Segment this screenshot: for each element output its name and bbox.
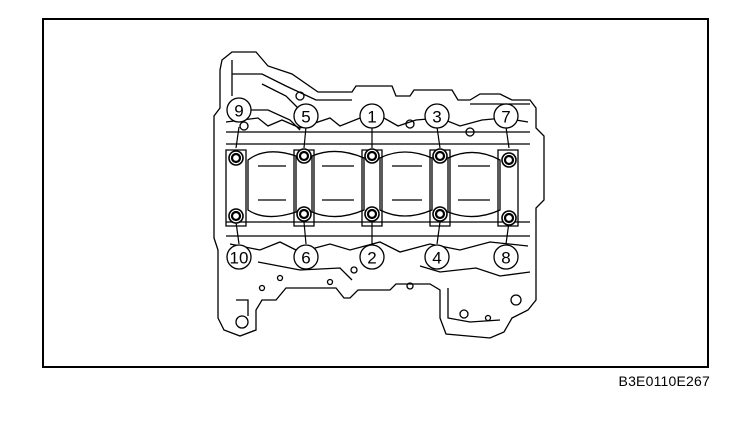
bolt-4-socket <box>434 208 446 220</box>
callout-number-9: 9 <box>234 102 243 121</box>
callout-circle-8 <box>493 244 519 270</box>
callout-circle-6 <box>293 244 319 270</box>
callout-number-4: 4 <box>432 249 441 268</box>
callout-number-8: 8 <box>501 249 510 268</box>
diagram-frame <box>42 18 709 368</box>
callout-number-6: 6 <box>301 249 310 268</box>
callout-circle-2 <box>359 244 385 270</box>
callout-circle-7 <box>493 103 519 129</box>
callout-circle-3 <box>424 103 450 129</box>
bolt-3-socket <box>434 150 446 162</box>
callout-circle-1 <box>359 103 385 129</box>
callout-number-7: 7 <box>501 108 510 127</box>
bolt-2-socket <box>366 208 378 220</box>
bolt-1-socket <box>366 150 378 162</box>
bolt-8-socket <box>503 212 515 224</box>
bolt-9-socket <box>230 152 242 164</box>
block-outline <box>213 51 545 339</box>
callout-number-5: 5 <box>301 108 310 127</box>
callout-number-1: 1 <box>367 108 376 127</box>
callout-circle-9 <box>226 97 252 123</box>
callout-circle-5 <box>293 103 319 129</box>
figure-code: B3E0110E267 <box>618 373 710 389</box>
callout-number-3: 3 <box>432 108 441 127</box>
bolt-10-socket <box>230 210 242 222</box>
callout-number-2: 2 <box>367 249 376 268</box>
bolt-7-socket <box>503 154 515 166</box>
bolt-5-socket <box>298 150 310 162</box>
callout-number-10: 10 <box>230 249 249 268</box>
callout-circle-4 <box>424 244 450 270</box>
callout-circle-10 <box>226 244 252 270</box>
bolt-6-socket <box>298 208 310 220</box>
